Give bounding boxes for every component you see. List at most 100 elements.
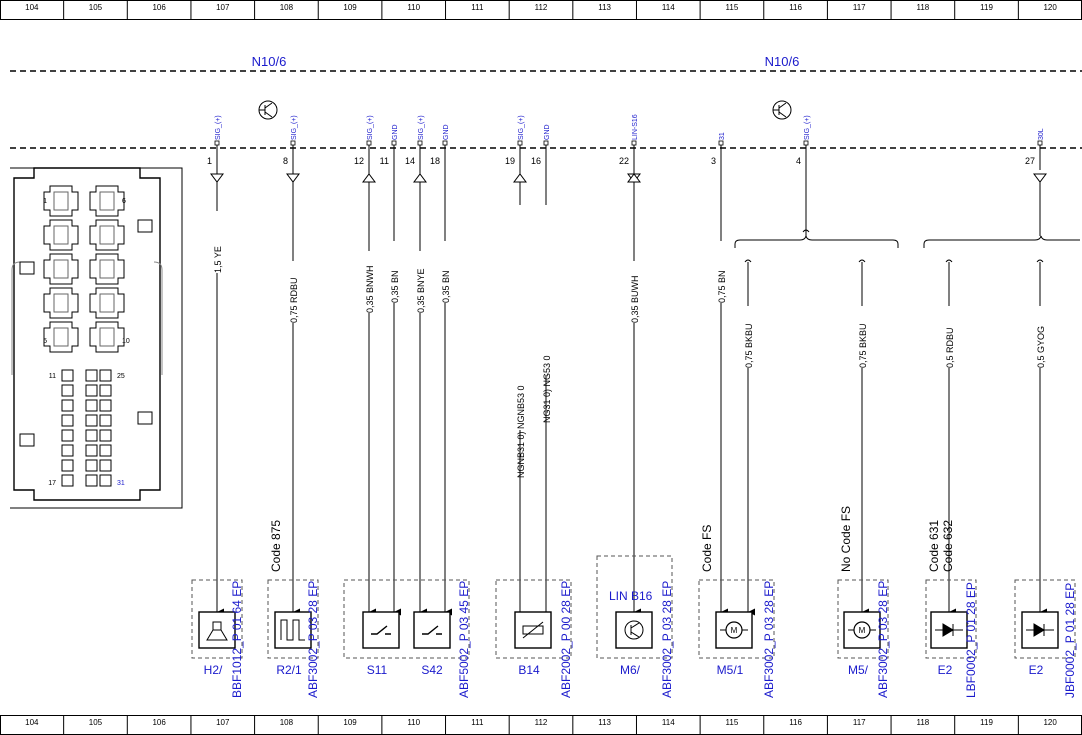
ruler-column-label: 104 (25, 3, 39, 12)
ruler-column-label: 110 (407, 718, 420, 727)
horn-icon (206, 621, 228, 641)
pin-signal-label: 31 (719, 132, 726, 140)
wire-label: 0,35 BN (390, 270, 400, 303)
pin-signal-label: 30L (1038, 128, 1045, 140)
wire-label: 0,35 BUWH (630, 275, 640, 323)
component-name: R2/1 (276, 663, 302, 677)
heater-icon (280, 619, 305, 641)
ruler-column-label: 117 (853, 718, 866, 727)
signal-direction-arrow (627, 173, 641, 183)
pin-number-label: 14 (405, 156, 415, 166)
ruler-column-label: 113 (598, 3, 611, 12)
pin-number-label: 16 (531, 156, 541, 166)
component-reference: BBF1012_P 01 64 EP (230, 581, 244, 698)
wire-label: 0,75 BKBU (858, 323, 868, 368)
wire-brace (923, 235, 1080, 248)
component-box (191, 579, 243, 659)
component-code: Code FS (700, 525, 714, 572)
transistor-icon (772, 100, 792, 120)
component-code: No Code FS (839, 506, 853, 572)
pin-terminal (391, 140, 397, 146)
component-reference: LBF0002_P 01 28 EP (964, 582, 978, 698)
ruler-column-label: 114 (662, 718, 675, 727)
component-box (1014, 579, 1076, 659)
sensor-icon (522, 625, 544, 635)
connector-pin-label: 31 (117, 480, 125, 487)
component-reference: ABF2002_P 00 28 EP (559, 581, 573, 698)
component-symbol (615, 611, 653, 649)
signal-direction-arrow (1033, 173, 1047, 183)
ruler-column-label: 118 (916, 3, 929, 12)
ruler-column-label: 113 (598, 718, 611, 727)
ruler-column-label: 111 (471, 3, 484, 12)
ruler-column-label: 110 (407, 3, 420, 12)
component-reference: ABF3002_P 03 28 EP (762, 581, 776, 698)
ruler-column-label: 105 (89, 3, 103, 12)
ruler-column-label: 105 (89, 718, 103, 727)
pin-number-label: 27 (1025, 156, 1035, 166)
connector-pin-label: 11 (49, 373, 56, 380)
svg-text:M: M (731, 626, 738, 635)
ruler-column-label: 108 (280, 718, 294, 727)
wire-label: 0,35 BNYE (416, 268, 426, 313)
connector-pin-label: 6 (122, 198, 126, 205)
ruler-column-label: 115 (726, 3, 739, 12)
pin-terminal (417, 140, 423, 146)
ruler-column-label: 106 (152, 718, 166, 727)
component-box (698, 579, 775, 659)
ruler-column-label: 117 (853, 3, 866, 12)
connector-frame (10, 167, 183, 509)
ruler-column-label: 114 (662, 3, 675, 12)
wire-label: 0,5 GYOG (1036, 326, 1046, 368)
component-reference: JBF0002_P 01 28 EP (1063, 583, 1077, 698)
wire-label: 0,35 BNWH (365, 265, 375, 313)
ruler-column-label: 112 (535, 718, 548, 727)
wire-label: 0,75 BKBU (744, 323, 754, 368)
wire-label: 0,5 RDBU (945, 327, 955, 368)
component-name: E2 (938, 663, 953, 677)
ruler-column-label: 107 (216, 3, 230, 12)
ruler-column-label: 109 (343, 3, 357, 12)
component-code: Code 875 (269, 520, 283, 572)
pin-terminal (718, 140, 724, 146)
wire-break-mark (1036, 259, 1044, 263)
pin-number-label: 3 (711, 156, 716, 166)
component-name: E2 (1029, 663, 1044, 677)
component-box (267, 579, 319, 659)
connector-pin-label: 10 (122, 338, 130, 345)
pin-number-label: 8 (283, 156, 288, 166)
wire-break-mark (945, 259, 953, 263)
pin-terminal (631, 140, 637, 146)
svg-text:M: M (859, 626, 866, 635)
pin-terminal (543, 140, 549, 146)
component-name: M5/1 (717, 663, 744, 677)
ruler-column-label: 108 (280, 3, 294, 12)
connector-pin-label: 5 (43, 338, 47, 345)
connector-pin-label: 1 (43, 198, 47, 205)
ruler-column-label: 119 (980, 718, 993, 727)
wire-label: 0,75 BN (717, 270, 727, 303)
wire-label: NGNB31 0) NGNB53 0 (516, 385, 526, 478)
module-label: N10/6 (765, 54, 800, 69)
connector-pin-label: 25 (117, 373, 125, 380)
component-reference: ABF3002_P 03 28 EP (876, 581, 890, 698)
component-name: M5/ (848, 663, 869, 677)
ruler-column-label: 107 (216, 718, 230, 727)
component-name: M6/ (620, 663, 641, 677)
component-code: Code 631 (927, 520, 941, 572)
pin-number-label: 1 (207, 156, 212, 166)
ruler-column-label: 118 (916, 718, 929, 727)
signal-direction-arrow (362, 173, 376, 183)
component-box (837, 579, 889, 659)
component-code: Code 632 (941, 520, 955, 572)
pin-number-label: 19 (505, 156, 515, 166)
wire-label: 1,5 YE (213, 246, 223, 273)
ruler-column-label: 115 (726, 718, 739, 727)
ruler-column-label: 119 (980, 3, 993, 12)
component-name: S42 (421, 663, 443, 677)
pin-signal-label: SIG_(+) (291, 115, 298, 140)
pin-number-label: 12 (354, 156, 364, 166)
ruler-column-label: 112 (535, 3, 548, 12)
